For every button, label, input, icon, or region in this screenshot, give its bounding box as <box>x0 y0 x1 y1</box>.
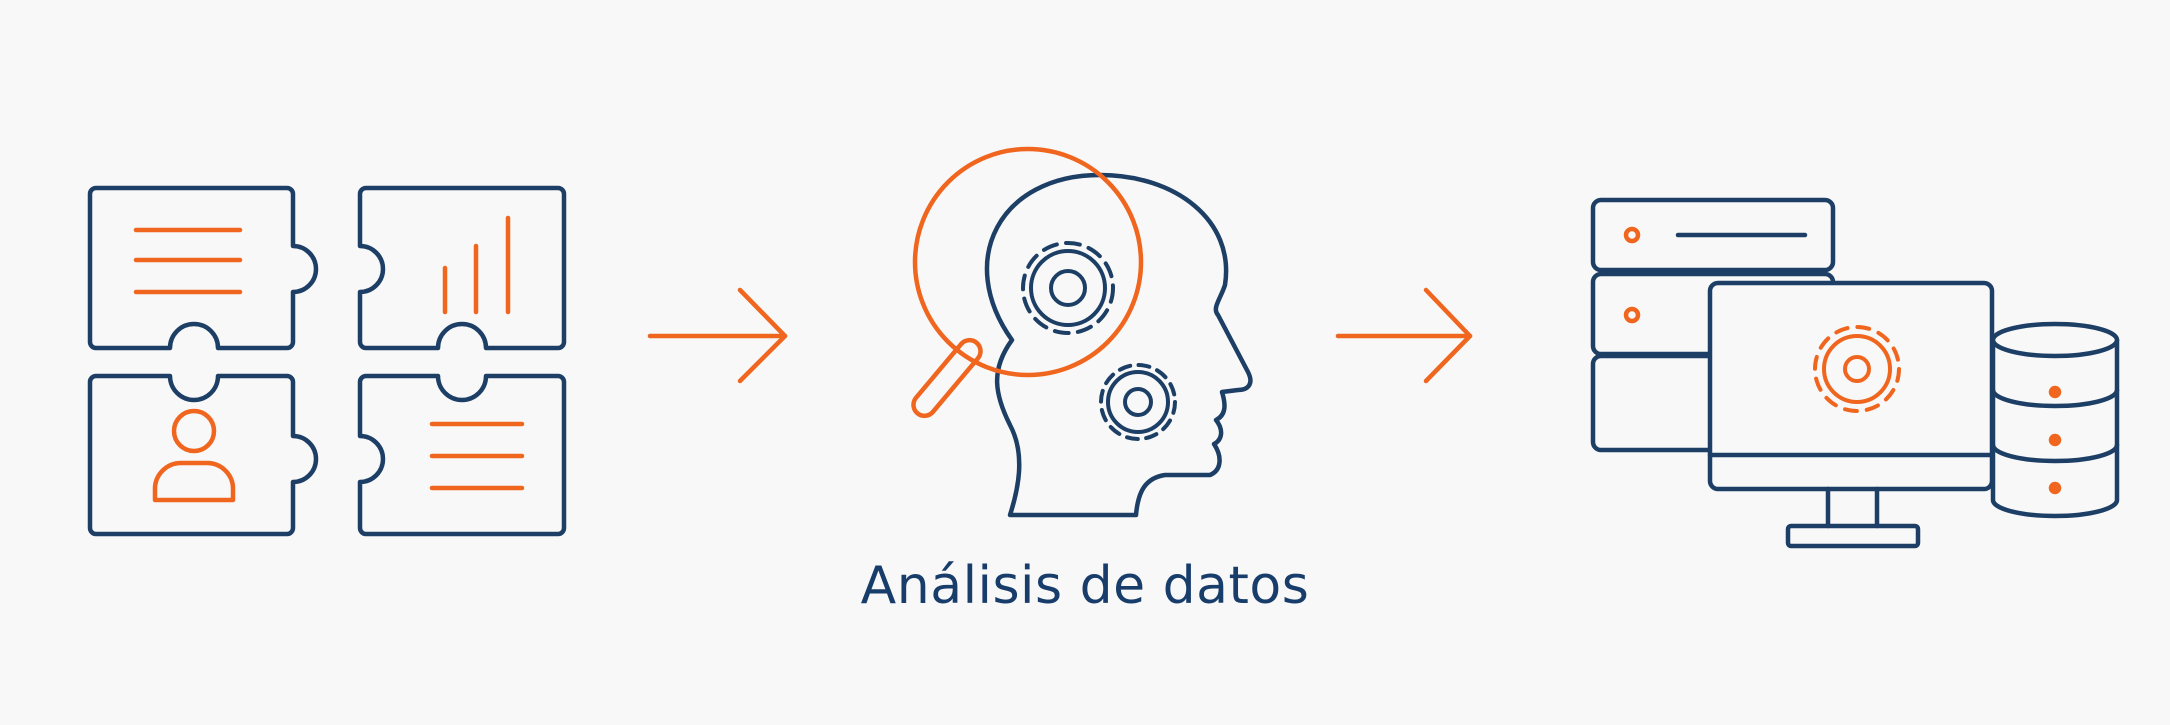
server-computer-database-icon <box>1590 197 2120 549</box>
magnifier-icon <box>911 146 1144 419</box>
head-outline <box>984 172 1253 518</box>
puzzle-piece-text-icon <box>87 185 319 351</box>
monitor-icon <box>1707 280 1995 549</box>
gear-icon <box>1813 325 1901 413</box>
puzzle-data-sources-icon <box>87 185 567 537</box>
head-analysis-icon <box>911 146 1253 518</box>
arrow-right-icon <box>1335 287 1473 384</box>
puzzle-piece-bar-chart-icon <box>357 185 567 351</box>
arrow-right-icon <box>647 287 788 384</box>
diagram-caption: Análisis de datos <box>860 556 1310 616</box>
gear-icon <box>1021 241 1115 335</box>
database-icon <box>1990 321 2120 519</box>
puzzle-piece-list-icon <box>357 373 567 537</box>
gear-icon <box>1099 363 1177 441</box>
puzzle-piece-user-icon <box>87 373 319 537</box>
